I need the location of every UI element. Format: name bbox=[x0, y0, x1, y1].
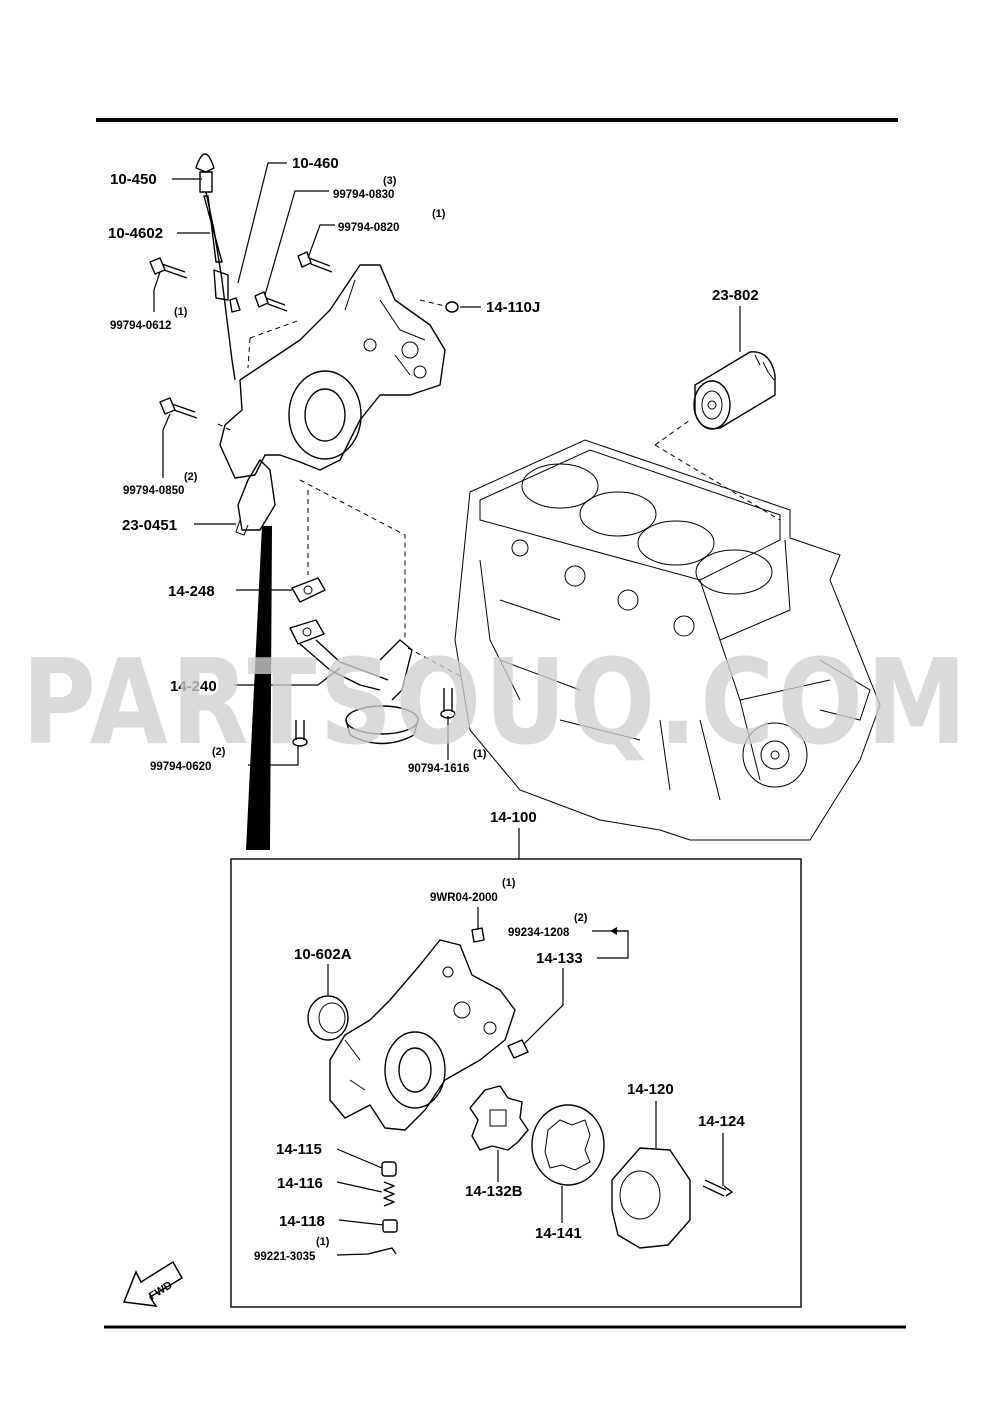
label-14-141: 14-141 bbox=[535, 1225, 582, 1242]
label-14-118: 14-118 bbox=[279, 1213, 325, 1230]
label-99794-0612: 99794-0612 bbox=[110, 320, 171, 332]
qty-99234-1208: (2) bbox=[574, 912, 588, 924]
spring-14-116 bbox=[383, 1181, 395, 1207]
label-10-450: 10-450 bbox=[110, 171, 157, 188]
screw-14-124 bbox=[702, 1179, 733, 1197]
label-14-240: 14-240 bbox=[170, 678, 217, 695]
label-14-124: 14-124 bbox=[698, 1113, 745, 1130]
pin-14-133 bbox=[507, 1039, 529, 1059]
gasket-14-248 bbox=[291, 577, 326, 603]
qty-90794-1616: (1) bbox=[473, 748, 487, 760]
label-14-110J: 14-110J bbox=[486, 299, 540, 316]
label-99794-0850: 99794-0850 bbox=[123, 485, 184, 497]
qty-99221-3035: (1) bbox=[316, 1236, 330, 1248]
qty-99794-0620: (2) bbox=[212, 746, 226, 758]
label-14-132B: 14-132B bbox=[465, 1183, 523, 1200]
oil-strainer-14-240 bbox=[289, 619, 419, 745]
arrowhead-99234-1208 bbox=[610, 927, 617, 935]
qty-9WR04-2000: (1) bbox=[502, 877, 516, 889]
label-14-120: 14-120 bbox=[627, 1081, 674, 1098]
label-14-100: 14-100 bbox=[490, 809, 537, 826]
label-23-802: 23-802 bbox=[712, 287, 759, 304]
label-99234-1208: 99234-1208 bbox=[508, 927, 570, 939]
o-ring-14-110J bbox=[445, 301, 459, 313]
label-23-0451: 23-0451 bbox=[122, 517, 177, 534]
pump-cover-14-120 bbox=[611, 1147, 691, 1249]
label-99794-0620: 99794-0620 bbox=[150, 761, 211, 773]
plug-9WR04-2000 bbox=[471, 927, 485, 943]
label-9WR04-2000: 9WR04-2000 bbox=[430, 892, 498, 904]
label-14-133: 14-133 bbox=[536, 950, 583, 967]
qty-99794-0612: (1) bbox=[174, 306, 188, 318]
qty-99794-0830: (3) bbox=[383, 175, 397, 187]
qty-99794-0850: (2) bbox=[184, 471, 198, 483]
label-10-460: 10-460 bbox=[292, 155, 339, 172]
label-99794-0820: 99794-0820 bbox=[338, 222, 399, 234]
label-99794-0830: 99794-0830 bbox=[333, 189, 394, 201]
plug-14-118 bbox=[382, 1219, 398, 1233]
label-10-602A: 10-602A bbox=[294, 946, 352, 963]
dipstick-illustration bbox=[195, 153, 241, 381]
label-99221-3035: 99221-3035 bbox=[254, 1251, 316, 1263]
qty-99794-0820: (1) bbox=[432, 208, 446, 220]
part-labels: 10-450 10-460 10-4602 (3) 99794-0830 (1)… bbox=[108, 155, 759, 1263]
pin-99221-3035 bbox=[367, 1247, 397, 1255]
label-14-115: 14-115 bbox=[276, 1141, 322, 1158]
bolt-99794-0620 bbox=[292, 720, 308, 747]
fwd-arrow: FWD bbox=[122, 1260, 184, 1307]
outer-rotor-14-141 bbox=[531, 1104, 605, 1186]
assembly-callout-wedge bbox=[246, 526, 272, 850]
oil-seal-10-602A bbox=[307, 995, 349, 1041]
inner-rotor-14-132B bbox=[469, 1085, 529, 1151]
oil-pump-upper-illustration bbox=[219, 264, 446, 536]
engine-block-illustration bbox=[454, 439, 881, 841]
watermark: PARTSOUQ.COM bbox=[22, 633, 970, 771]
alignment-dashes bbox=[217, 299, 781, 677]
oil-pump-body-illustration bbox=[329, 939, 516, 1131]
bolt-99794-0850 bbox=[159, 397, 198, 419]
oil-filter-illustration bbox=[693, 351, 776, 430]
bolt-99794-0612 bbox=[149, 257, 188, 279]
label-14-248: 14-248 bbox=[168, 583, 215, 600]
assembly-inset-box bbox=[230, 858, 802, 1308]
plunger-14-115 bbox=[381, 1161, 397, 1177]
label-14-116: 14-116 bbox=[277, 1175, 323, 1192]
bolt-99794-0820 bbox=[297, 251, 333, 273]
label-10-4602: 10-4602 bbox=[108, 225, 163, 242]
label-90794-1616: 90794-1616 bbox=[408, 763, 469, 775]
bolt-99794-0830 bbox=[254, 291, 288, 312]
